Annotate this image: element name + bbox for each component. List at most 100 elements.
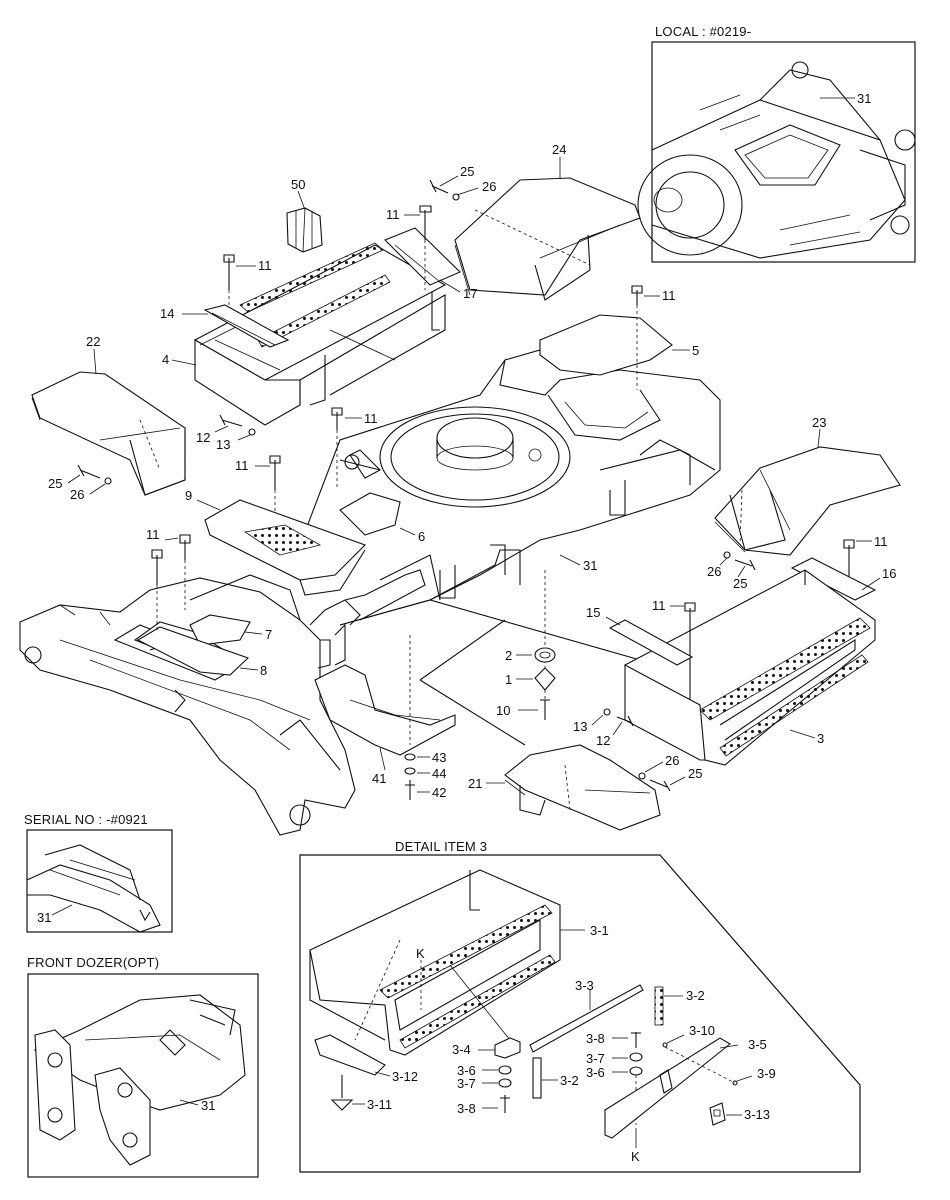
bolt-25-washer-26-left (77, 464, 112, 485)
leader-41 (379, 747, 386, 771)
callout-11e: 11 (235, 458, 249, 473)
bolt-25-washer-26-bottom (638, 772, 671, 792)
leader-23 (817, 428, 821, 448)
leader-7 (244, 631, 263, 635)
leader-25a (439, 175, 459, 187)
callout-31-serial: 31 (37, 910, 51, 925)
guide-line-a (419, 619, 506, 681)
callout-5: 5 (692, 343, 699, 358)
callout-3-4: 3-4 (452, 1042, 471, 1057)
callout-3-10: 3-10 (689, 1023, 715, 1038)
mount-parts-1-2-10 (534, 570, 556, 720)
callout-22: 22 (86, 334, 100, 349)
callout-14: 14 (160, 306, 174, 321)
bracket-3-12 (314, 1034, 386, 1076)
callout-6: 6 (418, 529, 425, 544)
rubber-50 (286, 207, 323, 253)
bracket-3-4 (494, 1037, 521, 1059)
leader-3 (789, 729, 816, 739)
callout-3-3: 3-3 (575, 978, 594, 993)
detail-item-3: DETAIL ITEM 3 3-1 K 3-12 3-11 3 (299, 839, 861, 1173)
serial-inset-frame (26, 829, 173, 933)
callout-7: 7 (265, 627, 272, 642)
serial-inset: SERIAL NO : -#0921 31 (24, 812, 173, 933)
rail-3-3 (529, 984, 644, 1053)
step-3 (623, 569, 876, 766)
local-frame-part (637, 61, 916, 259)
leader-6 (399, 527, 416, 536)
front-dozer-inset: FRONT DOZER(OPT) 31 (27, 955, 259, 1178)
callout-3-11: 3-11 (367, 1097, 392, 1112)
bolt-11-e (269, 455, 281, 520)
callout-13b: 13 (573, 719, 587, 734)
leader-26a (456, 187, 479, 196)
callout-3-13: 3-13 (744, 1107, 770, 1122)
bolt-11-f (843, 539, 855, 580)
bracket-16 (790, 557, 877, 601)
callout-3-8a: 3-8 (586, 1031, 605, 1046)
callout-42: 42 (432, 785, 446, 800)
leader-25c (737, 565, 746, 578)
callout-25c: 25 (733, 576, 747, 591)
leader-26b (89, 483, 106, 495)
callout-11g: 11 (146, 527, 160, 542)
bracket-15 (608, 619, 694, 666)
top-plate-5 (539, 305, 673, 390)
upper-frame-31 (299, 349, 721, 626)
cover-23 (714, 446, 901, 556)
leader-16 (861, 577, 881, 591)
leader-3-12 (374, 1071, 391, 1077)
callout-26c: 26 (707, 564, 721, 579)
callout-26b: 26 (70, 487, 84, 502)
callout-25d: 25 (688, 766, 702, 781)
leader-3-10 (666, 1034, 685, 1044)
callout-26d: 26 (665, 753, 679, 768)
leader-25d (669, 776, 686, 786)
guide-3-4 (449, 964, 511, 1041)
callout-31-local: 31 (857, 91, 871, 106)
wingbolt-3-11 (330, 1075, 354, 1111)
callout-21: 21 (468, 776, 482, 791)
leader-12a (214, 425, 229, 433)
callout-3: 3 (817, 731, 824, 746)
local-inset-title: LOCAL : #0219- (655, 24, 751, 39)
leader-12b (612, 721, 623, 736)
callout-3-6a: 3-6 (457, 1063, 476, 1078)
bolt-25-washer-26-top (429, 179, 460, 201)
callout-17: 17 (463, 286, 477, 301)
latch-3-13 (709, 1102, 726, 1126)
callout-3-7a: 3-7 (457, 1076, 476, 1091)
leader-3-5 (719, 1044, 739, 1049)
step-4-assembly (193, 242, 447, 426)
callout-10: 10 (496, 703, 510, 718)
local-inset: LOCAL : #0219- 31 (637, 24, 916, 263)
callout-25b: 25 (48, 476, 62, 491)
bolt-12-washer-13-right (603, 708, 634, 727)
callout-3-2b: 3-2 (560, 1073, 579, 1088)
bolt-11-a (419, 205, 432, 290)
callout-11b: 11 (258, 258, 272, 273)
leader-4 (171, 359, 197, 366)
leader-26d (644, 761, 664, 773)
leader-17 (439, 279, 461, 293)
bolt-12-washer-13-left (219, 414, 256, 436)
step-box-3-1 (309, 869, 561, 1056)
callout-1: 1 (505, 672, 512, 687)
callout-3-2a: 3-2 (686, 988, 705, 1003)
callout-8: 8 (260, 663, 267, 678)
bolt-11-d (331, 407, 343, 490)
leader-31 (559, 554, 581, 566)
leader-31-serial (51, 904, 73, 916)
cover-24 (454, 177, 641, 301)
callout-3-8b: 3-8 (457, 1101, 476, 1116)
leader-22 (93, 348, 97, 375)
bracket-41 (314, 664, 456, 756)
cover-22 (31, 371, 186, 496)
plate-9 (204, 499, 367, 596)
callout-3-5: 3-5 (748, 1037, 767, 1052)
rivet-3-10 (662, 1042, 668, 1048)
rivet-3-9 (732, 1080, 738, 1086)
bracket-17 (384, 227, 461, 286)
leader-25b (67, 474, 81, 484)
